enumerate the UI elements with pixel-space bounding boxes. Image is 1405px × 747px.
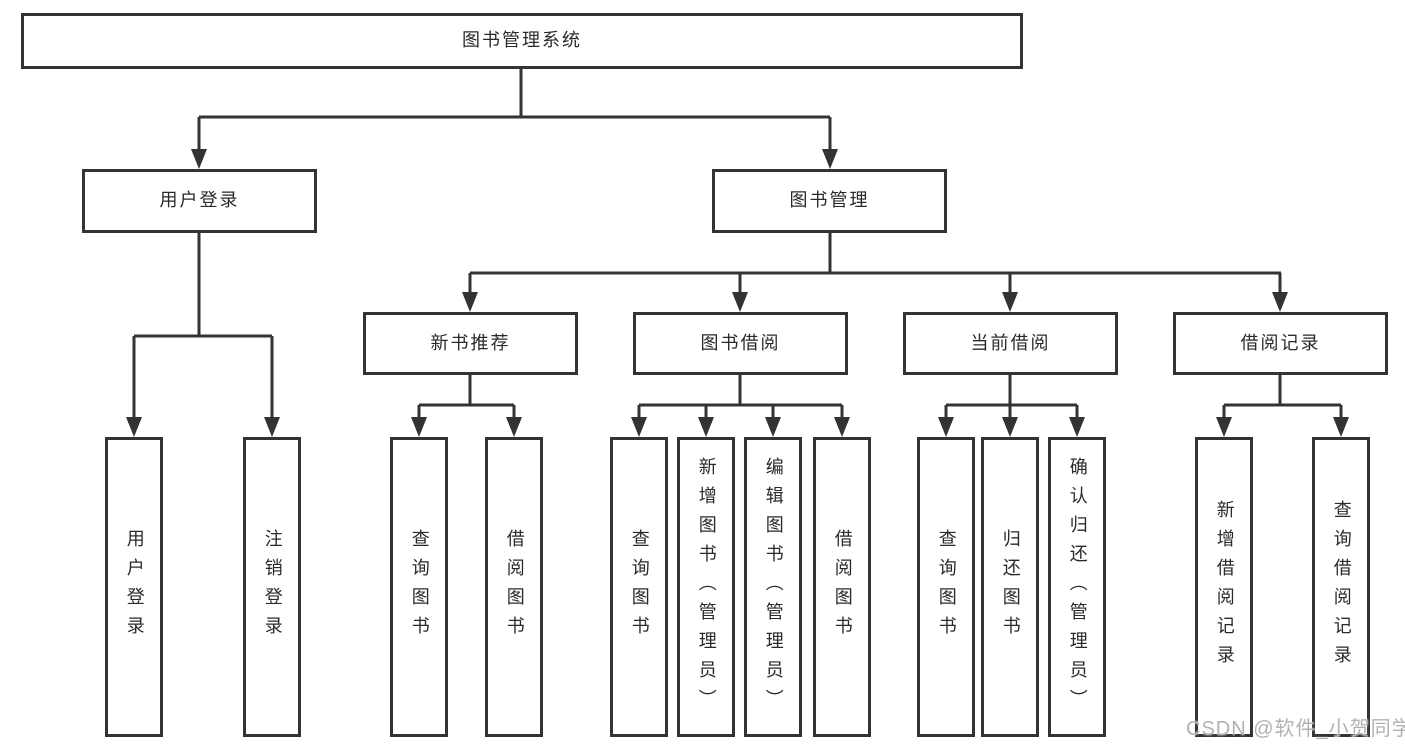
node-leaf-borrow-books-borrowing: 借阅图书 bbox=[813, 437, 871, 737]
node-leaf-query-books-current: 查询图书 bbox=[917, 437, 975, 737]
node-leaf-user-login-action: 用户登录 bbox=[105, 437, 163, 737]
node-book-borrowing: 图书借阅 bbox=[633, 312, 848, 375]
node-leaf-add-borrow-record: 新增借阅记录 bbox=[1195, 437, 1253, 737]
node-leaf-query-borrow-record: 查询借阅记录 bbox=[1312, 437, 1370, 737]
node-borrowing-records: 借阅记录 bbox=[1173, 312, 1388, 375]
watermark-text: CSDN @软件_小贺同学 bbox=[1186, 718, 1405, 740]
node-leaf-edit-books-admin: 编辑图书（管理员） bbox=[744, 437, 802, 737]
node-root-library-management-system: 图书管理系统 bbox=[21, 13, 1023, 69]
node-leaf-return-books: 归还图书 bbox=[981, 437, 1039, 737]
node-current-borrowing: 当前借阅 bbox=[903, 312, 1118, 375]
node-leaf-borrow-books-recommend: 借阅图书 bbox=[485, 437, 543, 737]
node-leaf-add-books-admin: 新增图书（管理员） bbox=[677, 437, 735, 737]
node-user-login: 用户登录 bbox=[82, 169, 317, 233]
node-book-management: 图书管理 bbox=[712, 169, 947, 233]
node-new-book-recommendation: 新书推荐 bbox=[363, 312, 578, 375]
node-leaf-query-books-borrowing: 查询图书 bbox=[610, 437, 668, 737]
node-leaf-query-books-recommend: 查询图书 bbox=[390, 437, 448, 737]
node-leaf-logout-action: 注销登录 bbox=[243, 437, 301, 737]
node-leaf-confirm-return-admin: 确认归还（管理员） bbox=[1048, 437, 1106, 737]
